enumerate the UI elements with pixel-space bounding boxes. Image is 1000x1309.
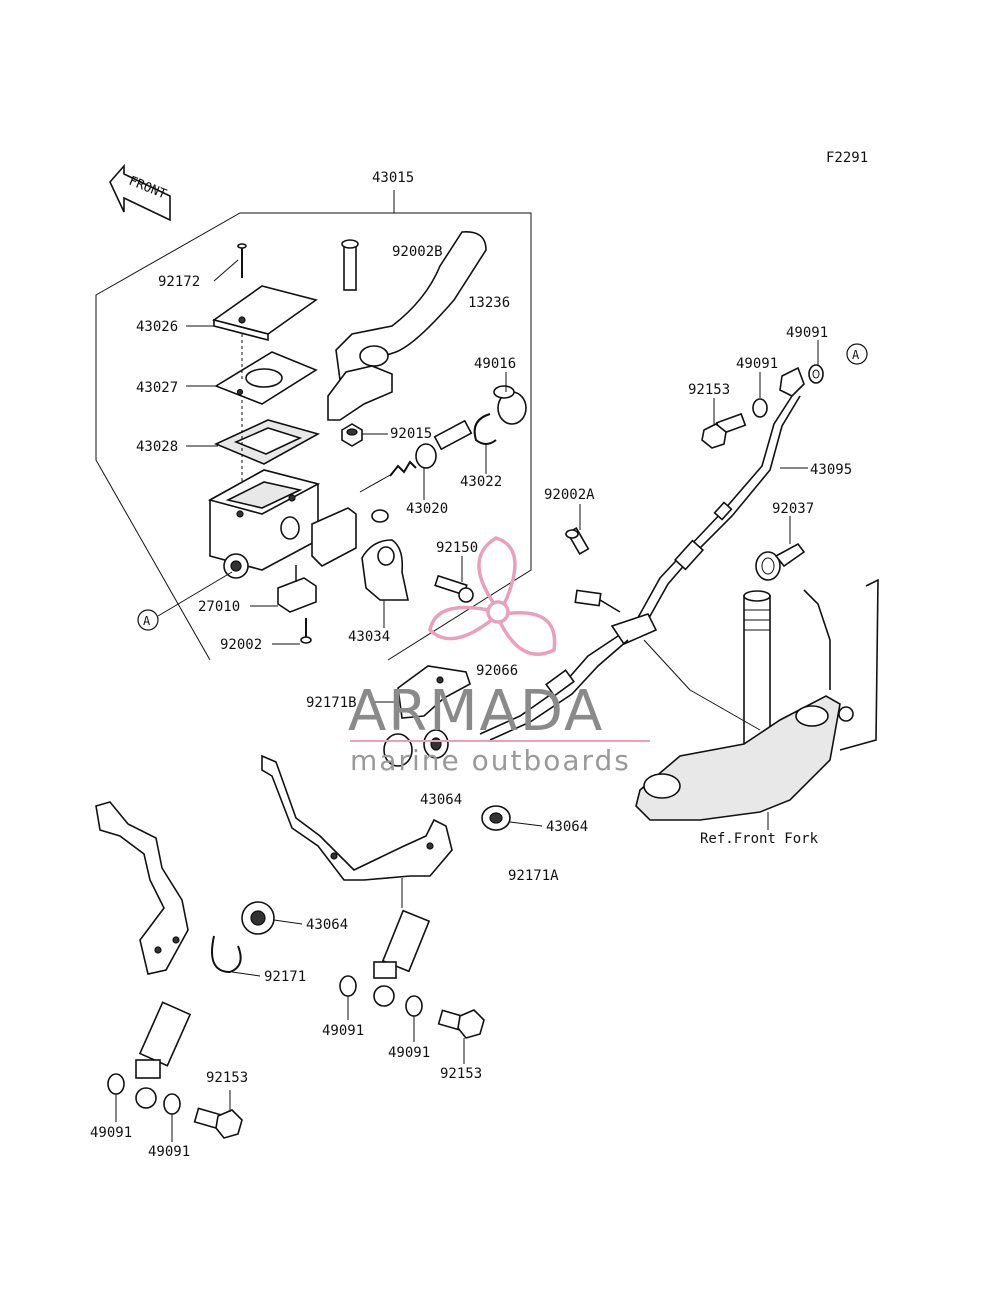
master-cylinder-body (207, 469, 321, 579)
bracket-92171A (261, 754, 453, 881)
callout-marker-a-left: A (137, 609, 159, 631)
label-92153-lower-left: 92153 (206, 1070, 248, 1086)
label-13236: 13236 (468, 295, 510, 311)
banjo-bolt-92150 (434, 574, 474, 603)
washer-49091-lower-left-a (107, 1073, 125, 1095)
piston-assembly-43020 (359, 419, 473, 493)
steering-stem-ref-front-fork (635, 578, 879, 821)
nut-92015 (341, 423, 363, 447)
brake-hose-lower-left (135, 1001, 192, 1109)
washer-49091-upper-right (808, 364, 824, 384)
watermark-brand: ARMADA (348, 679, 604, 744)
label-43034: 43034 (348, 629, 390, 645)
washer-49091-lower-mid-b (405, 995, 423, 1017)
label-92171A: 92171A (508, 868, 559, 884)
clamp-bolt-small (371, 509, 389, 523)
label-92171B: 92171B (306, 695, 357, 711)
grommet-43064-lower (241, 901, 275, 935)
label-92037: 92037 (772, 501, 814, 517)
banjo-bolt-92153-lower-left (193, 1107, 243, 1139)
label-92066: 92066 (476, 663, 518, 679)
watermark-tagline: marine outboards (350, 744, 631, 777)
washer-49091-upper-mid (752, 398, 768, 418)
label-43064-upper: 43064 (420, 792, 462, 808)
master-cylinder-group-bracket (95, 190, 532, 661)
ref-front-fork-label: Ref.Front Fork (700, 831, 819, 847)
figure-id: F2291 (826, 150, 868, 166)
washer-49091-lower-left-b (163, 1093, 181, 1115)
label-43015: 43015 (372, 170, 414, 186)
hose-43095 (629, 366, 805, 635)
bracket-92171 (95, 801, 189, 975)
label-43064-right: 43064 (546, 819, 588, 835)
watermark-logo-icon (428, 536, 557, 656)
label-92002: 92002 (220, 637, 262, 653)
label-49091-lower-mid-b: 49091 (388, 1045, 430, 1061)
label-43026: 43026 (136, 319, 178, 335)
label-92002B: 92002B (392, 244, 443, 260)
label-43022: 43022 (460, 474, 502, 490)
brake-lever-13236 (327, 231, 487, 421)
label-49091-upper-right: 49091 (786, 325, 828, 341)
label-43095: 43095 (810, 462, 852, 478)
label-49091-upper-mid: 49091 (736, 356, 778, 372)
clamp-92171B (397, 665, 471, 719)
banjo-bolt-92153-lower-mid (437, 1009, 485, 1039)
diaphragm-43028 (214, 419, 321, 465)
label-92150: 92150 (436, 540, 478, 556)
label-92171: 92171 (264, 969, 306, 985)
label-49016: 49016 (474, 356, 516, 372)
grommet-43064-right (481, 805, 511, 831)
leader-lines (115, 259, 819, 1142)
front-arrow-icon: FRONT (109, 163, 171, 222)
label-92015: 92015 (390, 426, 432, 442)
pivot-bolt-92002B (341, 239, 359, 291)
label-92153-upper: 92153 (688, 382, 730, 398)
label-43028: 43028 (136, 439, 178, 455)
diaphragm-plate (214, 351, 318, 405)
brake-hose-lower-mid (373, 909, 431, 1007)
label-92172: 92172 (158, 274, 200, 290)
label-92002A: 92002A (544, 487, 595, 503)
reservoir-cap (212, 285, 318, 342)
boot-49016 (493, 385, 527, 425)
hose-clamp-92037 (755, 542, 806, 581)
clamp-holder-43034 (311, 507, 409, 601)
banjo-bolt-92153-upper (701, 412, 747, 449)
three-way-joint (479, 589, 658, 741)
svg-text:A: A (852, 348, 860, 362)
brake-switch-27010 (277, 565, 317, 613)
label-43027: 43027 (136, 380, 178, 396)
label-43064-lower: 43064 (306, 917, 348, 933)
screw-92002 (300, 618, 312, 644)
label-92153-lower-mid: 92153 (440, 1066, 482, 1082)
cap-screw-92172 (237, 243, 247, 278)
label-27010: 27010 (198, 599, 240, 615)
bolt-92002A (565, 527, 590, 555)
svg-text:A: A (143, 614, 151, 628)
label-49091-lower-mid-a: 49091 (322, 1023, 364, 1039)
label-49091-lower-left-a: 49091 (90, 1125, 132, 1141)
circlip-43022 (473, 413, 497, 445)
label-49091-lower-left-b: 49091 (148, 1144, 190, 1160)
washer-49091-lower-mid-a (339, 975, 357, 997)
label-43020: 43020 (406, 501, 448, 517)
callout-marker-a-right: A (846, 343, 868, 365)
hose-clip-92171 (211, 935, 242, 974)
